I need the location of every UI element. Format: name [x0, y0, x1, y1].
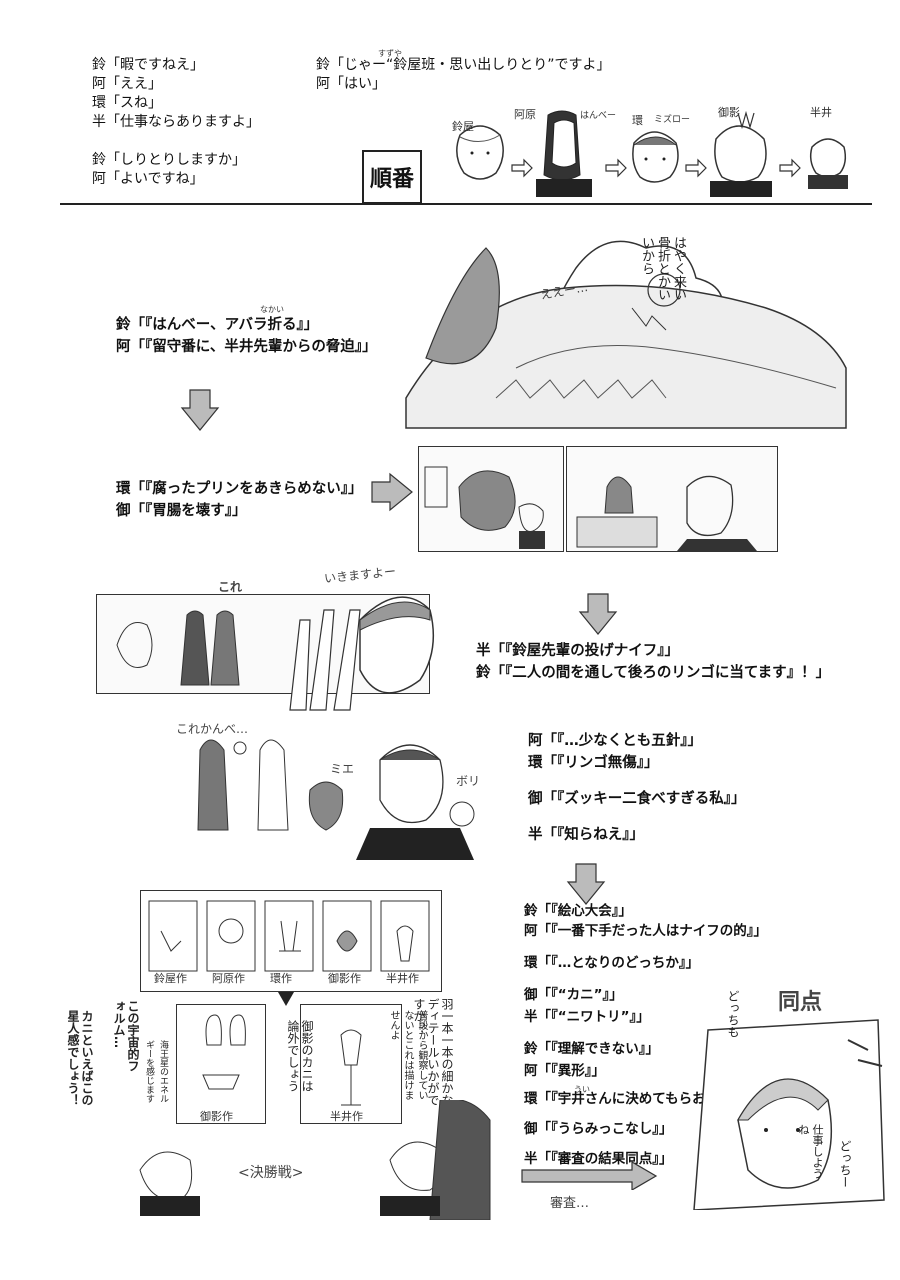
- bubble-hayaku: はやく来い骨折とかいいから: [639, 236, 686, 301]
- sfx-kore: これ: [218, 580, 243, 594]
- header-dialogue-left: 鈴「暇ですねえ」 阿「ええ」 環「スね」 半「仕事ならありますよ」 鈴「しりとり…: [92, 56, 260, 189]
- header-dialogue-right: 鈴「じゃー“鈴屋班・思い出しりとり”ですよ」 阿「はい」: [316, 56, 611, 94]
- header-line: 阿「ええ」: [92, 76, 162, 92]
- sfx-kanben: これかんべ…: [176, 722, 249, 736]
- panel-mikage: [566, 446, 778, 552]
- portrait-suzuya: [456, 125, 504, 180]
- order-name-suzuya: 鈴屋: [452, 120, 474, 133]
- dialogue-line: 半「『“ニワトリ”』」: [524, 1009, 650, 1025]
- speech-handbook: 御影のカニは論外でしょう: [286, 1020, 314, 1092]
- dialogue-line: 阿「『…少なくとも五針』」: [528, 733, 702, 749]
- dialogue-block-1: 鈴「『はんべー、アバラ折る』」 阿「『留守番に、半井先輩からの脅迫』」: [116, 314, 377, 358]
- label-douten: 同点: [778, 990, 823, 1015]
- dialogue-line: 鈴「『はんべー、アバラ折る』」: [116, 317, 319, 333]
- header-line: 半「仕事ならありますよ」: [92, 114, 260, 130]
- speech-crab-note: 海王星のエネルギーを感じます: [144, 1040, 168, 1103]
- header-line: 鈴「じゃー“鈴屋班・思い出しりとり”ですよ」: [316, 57, 611, 73]
- dialogue-line: 御「『“カニ”』」: [524, 987, 623, 1003]
- speech-feather: 羽一本一本の細かなディテールいかがですか？: [412, 998, 454, 1106]
- order-name-tamaki: 環: [632, 114, 643, 127]
- ruby-nakarai: なかい: [260, 305, 284, 314]
- dialogue-line: 鈴「『二人の間を通して後ろのリンゴに当てます』！」: [476, 665, 831, 681]
- order-name-abara: 阿原: [514, 108, 536, 121]
- header-line: 環「スね」: [92, 95, 162, 111]
- order-name-nakarai: 半井: [810, 106, 832, 119]
- dialogue-block-2: 環「『腐ったプリンをあきらめない』」 御「『胃腸を壊す』」: [116, 478, 363, 522]
- ruby-ui: うい: [574, 1085, 590, 1094]
- illustration-suzuya-knives: [289, 596, 435, 711]
- order-arrow-3: [685, 158, 707, 178]
- dialogue-line: 鈴「『理解できない』」: [524, 1041, 659, 1057]
- label-shinsa: 審査…: [550, 1196, 590, 1211]
- speech-cosmic: この宇宙的フォルム…: [112, 1000, 140, 1072]
- artwork-label: 御影作: [328, 972, 361, 985]
- final-mikage: [176, 1004, 266, 1124]
- artwork-label: 環作: [270, 972, 292, 985]
- portrait-tamaki: [632, 131, 679, 183]
- dialogue-line: 御「『うらみっこなし』」: [524, 1121, 673, 1137]
- dialogue-line: 阿「『一番下手だった人はナイフの的』」: [524, 923, 767, 939]
- order-arrow-4: [779, 158, 801, 178]
- dialogue-line: 環「『宇井さんに決めてもらおう』」: [524, 1091, 740, 1107]
- down-arrow-small: [278, 992, 294, 1006]
- final-nakarai: [300, 1004, 402, 1124]
- dialogue-line: 阿「『異形』」: [524, 1063, 605, 1079]
- illustration-apple-scene: [197, 739, 475, 860]
- order-name-mikage: 御影: [718, 106, 740, 119]
- dialogue-line: 環「『腐ったプリンをあきらめない』」: [116, 481, 363, 497]
- artwork-label: 阿原作: [212, 972, 245, 985]
- order-label: 順番: [362, 150, 422, 204]
- down-arrow: [566, 863, 606, 905]
- speech-crab: カニといえばこの星人感でしょう！: [66, 1010, 94, 1106]
- dialogue-line: 環「『…となりのどっちか』」: [524, 955, 700, 971]
- dialogue-line: 半「『知らねえ』」: [528, 827, 644, 843]
- final-label: 半井作: [330, 1110, 363, 1123]
- sfx-docchi: どっちー: [838, 1140, 852, 1188]
- judging-arrow: [521, 1160, 658, 1190]
- dialogue-block-5: 鈴「『絵心大会』」 阿「『一番下手だった人はナイフの的』」 環「『…となりのどっ…: [524, 900, 767, 1170]
- artwork-label: 半井作: [386, 972, 419, 985]
- header-line: 鈴「しりとりしますか」: [92, 152, 246, 168]
- down-arrow: [578, 593, 618, 635]
- portrait-mikage: [710, 110, 772, 197]
- down-arrow: [180, 389, 220, 431]
- dialogue-line: 御「『ズッキー二食べすぎる私』」: [528, 791, 746, 807]
- right-arrow: [371, 472, 413, 512]
- panel-ui-judge: [693, 1019, 885, 1210]
- dialogue-line: 鈴「『絵心大会』」: [524, 903, 632, 919]
- header-line: [92, 132, 260, 151]
- header-line: 阿「よいですね」: [92, 171, 204, 187]
- order-note-mizuro: ミズロー: [654, 115, 691, 125]
- speech-shigoto: 仕事しようね: [797, 1124, 824, 1179]
- portrait-nakarai: [808, 138, 848, 189]
- portrait-abara: [536, 110, 592, 197]
- dialogue-line: 半「『鈴屋先輩の投げナイフ』」: [476, 643, 679, 659]
- sfx-bori: ボリ: [456, 774, 481, 788]
- label-kesshousen: <決勝戦>: [238, 1165, 304, 1181]
- sfx-mie: ミエ: [330, 762, 355, 776]
- final-label: 御影作: [200, 1110, 233, 1123]
- artwork-label: 鈴屋作: [154, 972, 187, 985]
- order-portraits: [456, 110, 848, 197]
- order-arrow-2: [605, 158, 627, 178]
- order-note-hanbee: はんべー: [580, 111, 617, 121]
- sfx-docchimo: どっちも: [726, 990, 740, 1038]
- illustration-dream: [405, 240, 847, 429]
- header-line: 阿「はい」: [316, 76, 386, 92]
- section-divider: [60, 203, 872, 205]
- dialogue-block-4: 阿「『…少なくとも五針』」 環「『リンゴ無傷』」 御「『ズッキー二食べすぎる私』…: [528, 730, 746, 846]
- header-line: 鈴「暇ですねえ」: [92, 57, 204, 73]
- contest-board: [140, 890, 442, 992]
- dialogue-line: 半「『審査の結果同点』」: [524, 1151, 673, 1167]
- order-arrow-1: [511, 158, 533, 178]
- dialogue-line: 環「『リンゴ無傷』」: [528, 755, 659, 771]
- illustration-final-judges: [139, 1100, 491, 1220]
- dialogue-line: 阿「『留守番に、半井先輩からの脅迫』」: [116, 339, 377, 355]
- dialogue-line: 御「『胃腸を壊す』」: [116, 503, 247, 519]
- speech-feather-2: 普段から観察していないとこれは描けませんよ: [388, 1010, 427, 1100]
- panel-tamaki: [418, 446, 564, 552]
- ruby-suzuya: すずや: [378, 49, 402, 58]
- dialogue-block-3: 半「『鈴屋先輩の投げナイフ』」 鈴「『二人の間を通して後ろのリンゴに当てます』！…: [476, 640, 830, 684]
